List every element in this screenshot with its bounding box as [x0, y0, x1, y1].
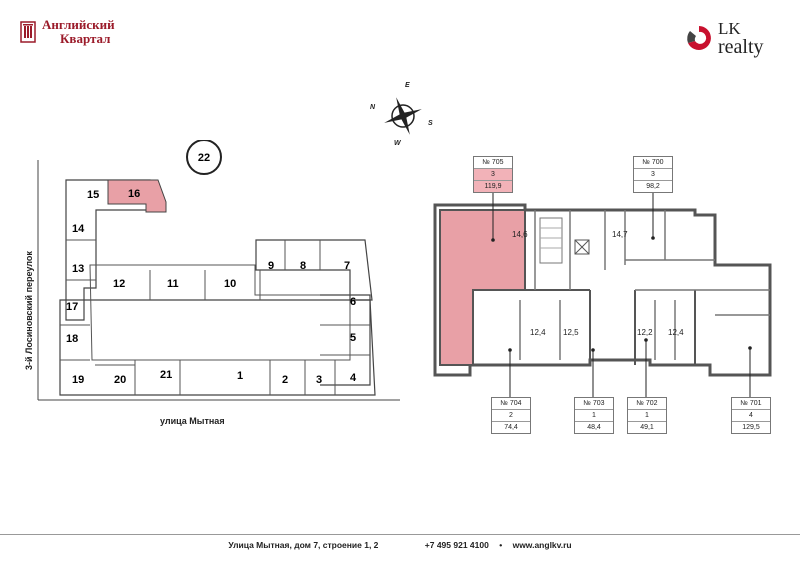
room-area: 12,2: [637, 328, 653, 337]
compass-north: N: [370, 104, 376, 111]
floor-plan: 14,6 14,7 12,4 12,5 12,2 12,4 № 705 3 11…: [425, 150, 790, 440]
crest-icon: [20, 21, 36, 43]
apartment-rooms: 1: [575, 409, 613, 421]
site-map: 22 15 16 14 13 17 18 19 20 21 1 2 3 4 5 …: [20, 139, 400, 430]
building-11: 11: [167, 278, 179, 290]
room-area: 12,4: [668, 328, 684, 337]
brand-name: Английский Квартал: [42, 18, 115, 46]
partner-logo: LK realty: [684, 19, 764, 58]
apartment-705-info[interactable]: № 705 3 119,9: [473, 156, 513, 193]
site-map-drawing: 22 15 16 14 13 17 18 19 20 21 1 2 3 4 5 …: [37, 139, 400, 401]
building-13: 13: [72, 263, 84, 275]
floor-plan-drawing: [433, 170, 772, 398]
apartment-rooms: 4: [732, 409, 770, 421]
apartment-rooms: 3: [474, 168, 512, 180]
building-3: 3: [316, 374, 322, 386]
apartment-number: № 700: [642, 159, 664, 166]
apartment-number: № 705: [482, 159, 504, 166]
building-15: 15: [87, 189, 99, 201]
building-18: 18: [66, 333, 78, 345]
footer-phone: +7 495 921 4100: [424, 540, 489, 550]
apartment-area: 129,5: [732, 421, 770, 433]
building-1: 1: [237, 370, 243, 382]
room-area: 14,7: [612, 230, 628, 239]
footer-separator: •: [499, 540, 503, 550]
apartment-number: № 702: [636, 400, 658, 407]
partner-line2: realty: [718, 36, 764, 58]
apartment-number: № 704: [500, 400, 522, 407]
building-4: 4: [350, 372, 357, 384]
compass: E N S W: [368, 78, 438, 148]
apartment-703-info[interactable]: № 703 1 48,4: [574, 397, 614, 434]
street-side-label: 3-й Лосиновский переулок: [24, 251, 34, 370]
footer-website[interactable]: www.anglkv.ru: [512, 540, 572, 550]
apartment-rooms: 2: [492, 409, 530, 421]
apartment-rooms: 3: [634, 168, 672, 180]
room-area: 12,5: [563, 328, 579, 337]
brand-logo: Английский Квартал: [20, 18, 115, 46]
apartment-area: 48,4: [575, 421, 613, 433]
apartment-number: № 703: [583, 400, 605, 407]
apartment-rooms: 1: [628, 409, 666, 421]
lk-swirl-icon: [687, 26, 711, 50]
building-5: 5: [350, 332, 356, 344]
compass-west: W: [394, 140, 401, 147]
building-7: 7: [344, 260, 350, 272]
building-17: 17: [66, 301, 78, 313]
apartment-701-info[interactable]: № 701 4 129,5: [731, 397, 771, 434]
apartment-area: 98,2: [634, 180, 672, 192]
room-area: 12,4: [530, 328, 546, 337]
apartment-700-info[interactable]: № 700 3 98,2: [633, 156, 673, 193]
apartment-704-info[interactable]: № 704 2 74,4: [491, 397, 531, 434]
building-8: 8: [300, 260, 306, 272]
brand-line2: Квартал: [60, 31, 111, 46]
building-16: 16: [128, 188, 140, 200]
partner-line1: LK: [718, 19, 741, 38]
room-area: 14,6: [512, 230, 528, 239]
street-bottom-label: улица Мытная: [160, 416, 225, 426]
apartment-area: 49,1: [628, 421, 666, 433]
brand-line1: Английский: [42, 17, 115, 32]
compass-icon: [384, 97, 422, 135]
building-19: 19: [72, 374, 84, 386]
building-22: 22: [198, 152, 210, 164]
building-2: 2: [282, 374, 288, 386]
apartment-area: 74,4: [492, 421, 530, 433]
apartment-number: № 701: [740, 400, 762, 407]
apartment-area: 119,9: [474, 180, 512, 192]
footer: Улица Мытная, дом 7, строение 1, 2 +7 49…: [0, 540, 800, 550]
building-14: 14: [72, 223, 85, 235]
compass-east: E: [405, 82, 410, 89]
building-9: 9: [268, 260, 274, 272]
building-10: 10: [224, 278, 236, 290]
building-6: 6: [350, 296, 356, 308]
building-21: 21: [160, 369, 172, 381]
apartment-702-info[interactable]: № 702 1 49,1: [627, 397, 667, 434]
building-12: 12: [113, 278, 125, 290]
footer-divider: [0, 534, 800, 535]
footer-address: Улица Мытная, дом 7, строение 1, 2: [228, 540, 379, 550]
building-20: 20: [114, 374, 126, 386]
compass-south: S: [428, 120, 433, 127]
